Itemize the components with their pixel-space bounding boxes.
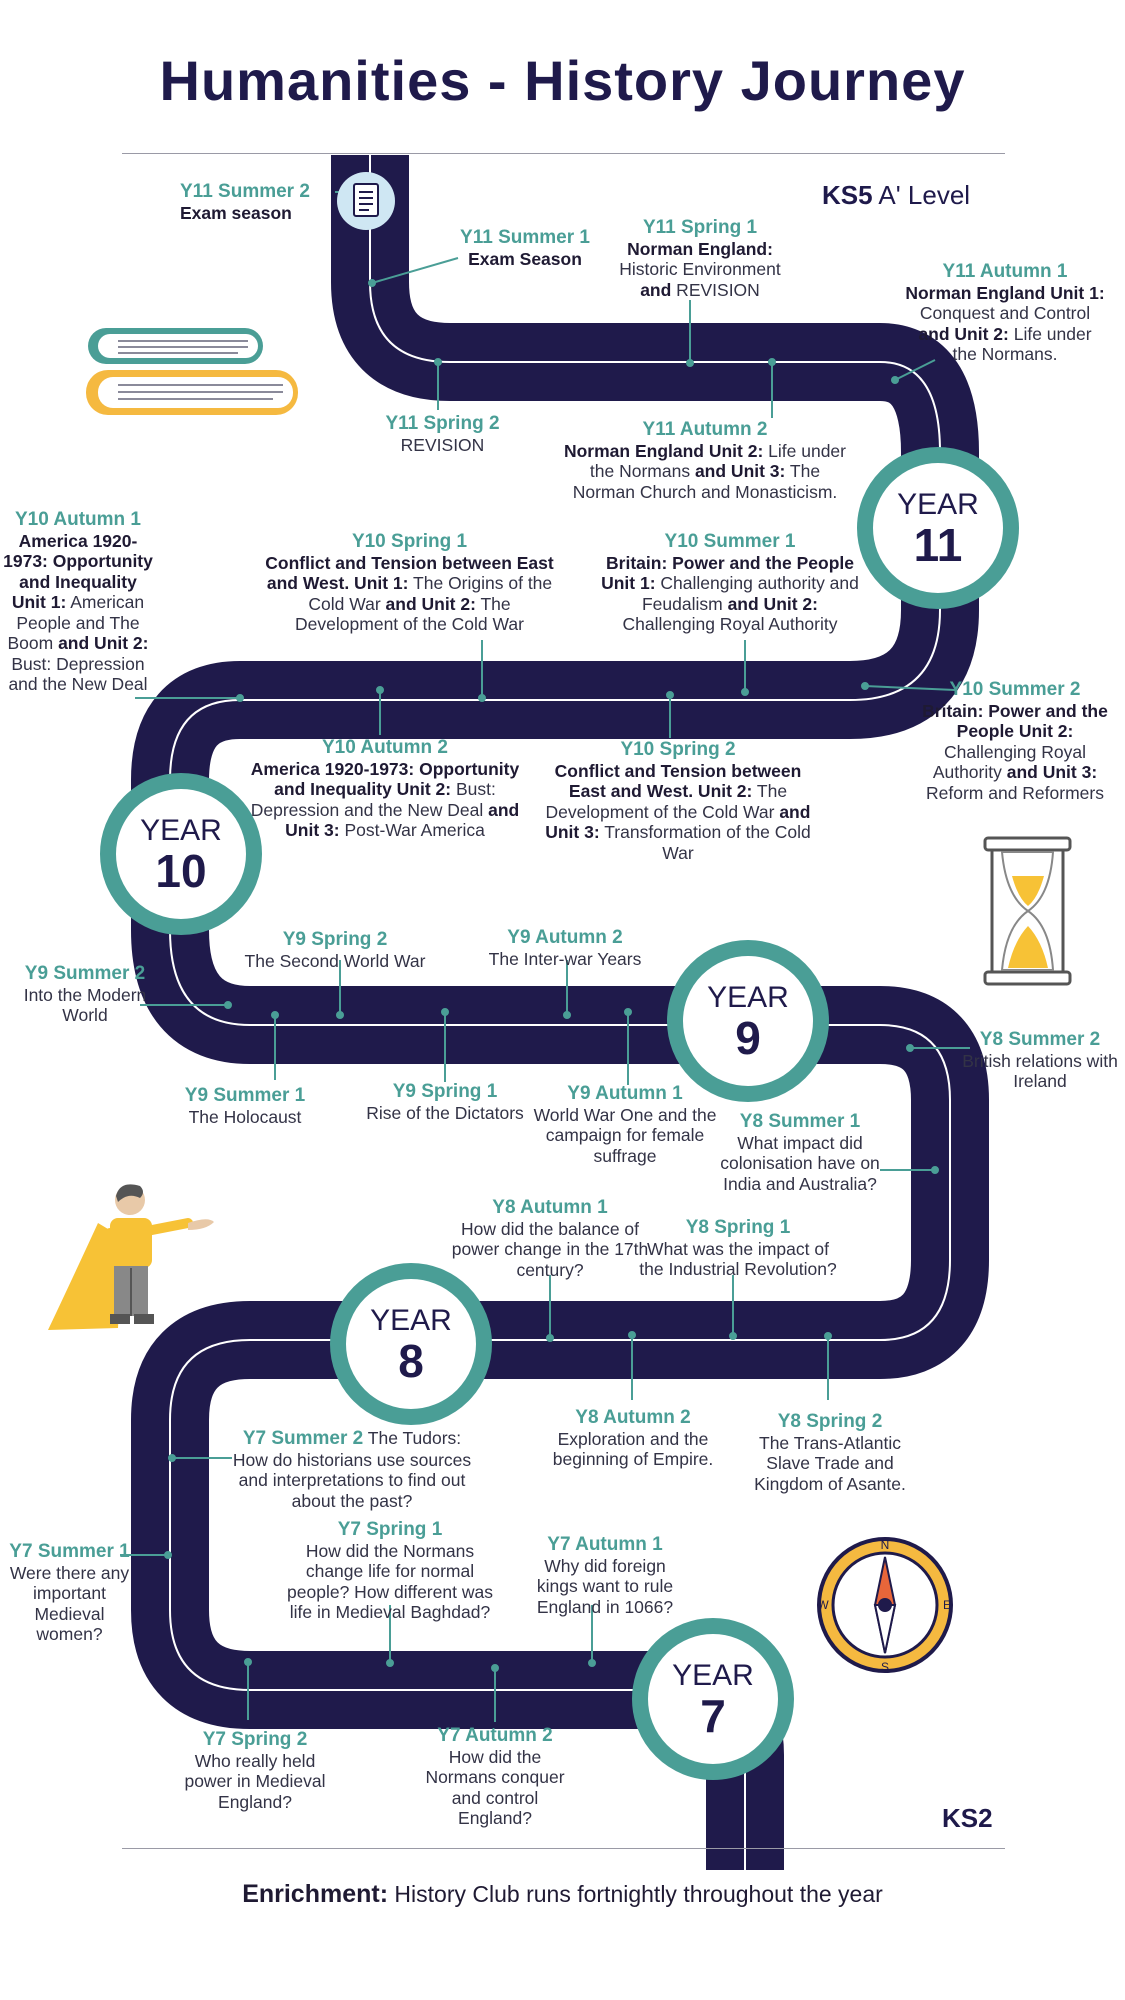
historian-figure-icon (48, 1178, 218, 1343)
label-y7-summer-2: Y7 Summer 2 The Tudors:How do historians… (232, 1428, 472, 1511)
svg-text:N: N (881, 1538, 890, 1552)
bottom-divider (122, 1848, 1005, 1849)
svg-text:E: E (943, 1598, 951, 1612)
compass-icon: N S W E (815, 1535, 955, 1680)
connector-lines (120, 191, 970, 1722)
exam-sheet-icon (336, 171, 396, 236)
road-centre-line (169, 155, 951, 1870)
enrichment-note: Enrichment: History Club runs fortnightl… (242, 1880, 883, 1908)
top-divider (122, 153, 1005, 154)
page-title: Humanities - History Journey (159, 49, 966, 112)
books-icon (78, 318, 303, 438)
ks2-label: KS2 (942, 1803, 993, 1833)
svg-text:W: W (817, 1598, 829, 1612)
ks5-label: KS5 A' Level (822, 180, 971, 210)
svg-text:S: S (881, 1660, 889, 1674)
hourglass-icon (980, 836, 1075, 991)
